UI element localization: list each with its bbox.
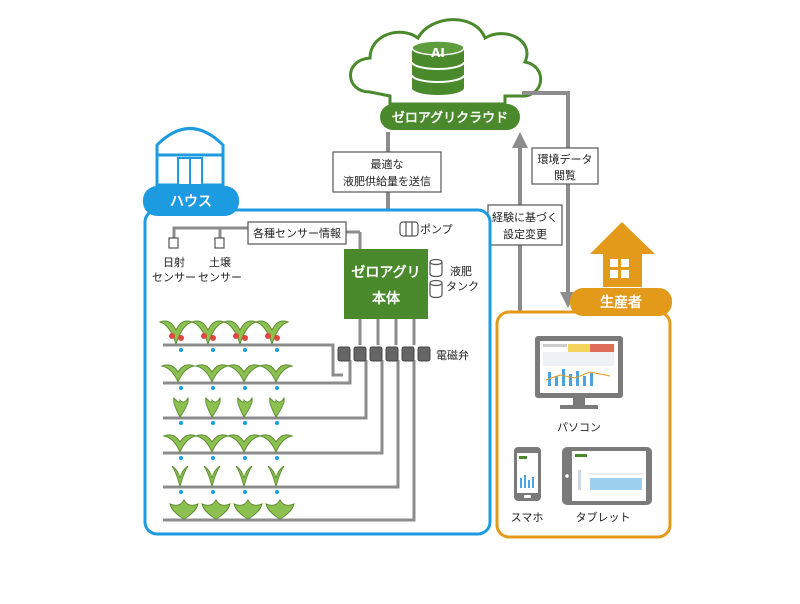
plant-icon [194,434,230,454]
fertilizer-tank: 液肥 タンク [429,258,479,299]
pump: ポンプ [399,221,453,237]
greenhouse-icon [155,127,225,187]
label-view-data: 環境データ 閲覧 [531,147,599,185]
plants [158,320,295,520]
plant-icon [226,434,262,454]
solar-sensor: 日射 センサー [152,237,196,284]
house-label: ハウス [170,194,212,210]
tomato-plant-icon [158,320,194,346]
tomato-plant-icon [222,320,258,346]
plant-icon [226,364,262,384]
svg-text:閲覧: 閲覧 [554,168,576,182]
svg-text:土壌: 土壌 [209,256,231,269]
plant-icon [269,396,285,418]
drip-lines [163,343,416,522]
ai-badge: AI [431,46,445,60]
drip-emitters [179,348,279,494]
house-frame [143,208,492,536]
cloud-label-box [380,104,520,130]
producer-label: 生産者 [600,294,642,311]
solenoid-valves [337,346,431,362]
plant-icon [201,498,231,520]
plant-icon [162,434,198,454]
plant-icon [265,498,295,520]
tablet: タブレット [562,447,652,524]
tomato-plant-icon [190,320,226,346]
soil-sensor: 土壌 センサー [198,237,242,284]
tablet-icon [562,447,652,505]
svg-text:ポンプ: ポンプ [420,223,453,236]
svg-text:環境データ: 環境データ [538,152,593,166]
plant-icon [169,498,199,520]
producer-label-box [570,288,672,316]
pc-monitor-icon [535,336,623,409]
svg-text:最適な: 最適な [371,157,404,171]
smartphone: スマホ [511,447,544,524]
plant-icon [237,396,253,418]
plant-icon [233,498,263,520]
svg-text:液肥: 液肥 [450,264,472,278]
producer-section: 生産者 パソコン [495,222,672,539]
plant-icon [173,396,189,418]
svg-text:センサー: センサー [152,271,196,284]
svg-text:ゼロアグリ: ゼロアグリ [351,264,420,281]
svg-text:スマホ: スマホ [511,511,544,524]
unit-pipes [358,319,416,345]
plant-icon [258,434,294,454]
plant-icon [171,465,189,488]
zero-agri-unit: ゼロアグリ 本体 [344,249,428,319]
plant-icon [205,396,221,418]
house-section: ハウス 各種センサー情報 日射 センサー 土壌 センサー ゼロアグリ 本体 [143,127,492,536]
sensor-icon [214,237,225,249]
svg-text:本体: 本体 [372,290,401,307]
svg-text:液肥供給量を送信: 液肥供給量を送信 [343,174,431,188]
svg-text:パソコン: パソコン [557,421,601,434]
house-label-box [143,186,239,216]
pump-icon [399,221,419,237]
plant-icon [203,465,221,488]
plant-icon [160,364,196,384]
label-setting-change: 経験に基づく 設定変更 [487,204,563,246]
valve-label: 電磁弁 [436,348,469,362]
plant-icon [194,364,230,384]
svg-text:センサー: センサー [198,271,242,284]
svg-text:タブレット: タブレット [576,510,631,524]
smartphone-icon [514,447,541,501]
cloud-label: ゼロアグリクラウド [392,110,508,126]
database-icon [411,40,465,95]
plant-icon [258,364,294,384]
svg-text:経験に基づく: 経験に基づく [492,210,558,224]
svg-text:日射: 日射 [163,255,185,269]
plant-icon [267,465,285,488]
svg-text:設定変更: 設定変更 [503,227,547,241]
label-send-fertilizer: 最適な 液肥供給量を送信 [332,151,442,193]
pc: パソコン [535,336,623,434]
svg-text:タンク: タンク [446,280,479,293]
home-icon [590,222,655,287]
svg-text:各種センサー情報: 各種センサー情報 [253,226,341,240]
sensor-icon [168,237,179,249]
plant-icon [235,465,253,488]
tank-icon [429,258,443,299]
tomato-plant-icon [254,320,290,346]
cloud: AI ゼロアグリクラウド [349,18,543,130]
sensor-info-label: 各種センサー情報 [247,221,347,245]
arrow-cloud-to-producer [522,91,576,308]
